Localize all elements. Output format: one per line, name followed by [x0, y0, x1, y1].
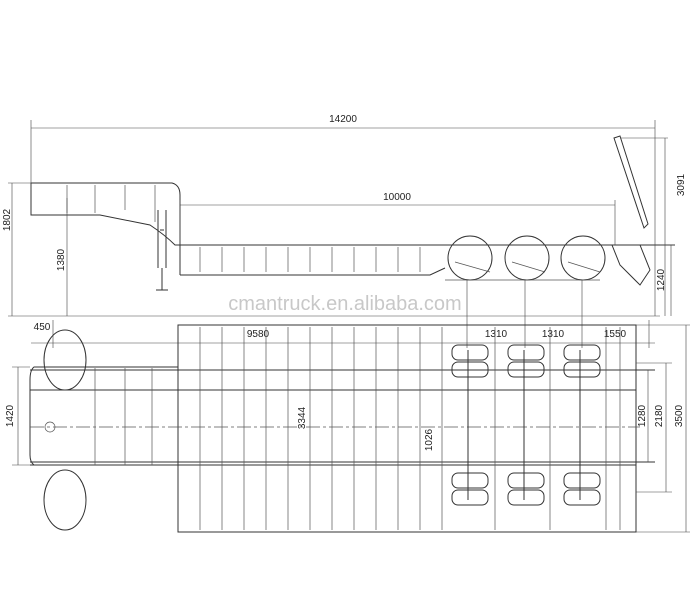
rear-ramp [611, 135, 651, 286]
main-beams [30, 369, 655, 466]
dim-deck-length: 10000 [383, 192, 411, 203]
top-view: 1420 3344 1280 2180 3500 1026 [5, 324, 690, 533]
dim-overall-length: 14200 [329, 114, 357, 125]
deck-crossmembers [199, 247, 421, 272]
dimension-lines [8, 120, 675, 348]
side-view: 14200 10000 1802 1380 450 9580 1310 1310… [2, 114, 687, 348]
dim-beam-spacing: 1280 [637, 404, 648, 427]
gooseneck-side [30, 182, 181, 246]
gooseneck-top [29, 366, 178, 466]
gooseneck-ribs [66, 185, 156, 222]
dim-wheel-gap: 1026 [424, 428, 435, 451]
top-dimension-lines [12, 324, 690, 533]
dim-gooseneck-width: 1420 [5, 404, 16, 427]
dim-axle-spacing-2: 1310 [542, 329, 565, 340]
dim-kingpin-to-axle: 9580 [247, 329, 270, 340]
dim-track-width: 2180 [654, 404, 665, 427]
dim-ramp-height: 3091 [676, 173, 687, 196]
dim-kingpin-offset: 450 [34, 322, 51, 333]
dim-overall-width: 3500 [674, 404, 685, 427]
wheels [445, 235, 606, 281]
deck-outline [177, 324, 637, 533]
dim-rear-overhang: 1550 [604, 329, 627, 340]
dim-inner-length: 3344 [297, 406, 308, 429]
landing-gear [156, 210, 168, 291]
kingpin-plates [43, 329, 87, 531]
dim-gooseneck-height: 1802 [2, 208, 13, 231]
dim-deck-height: 1240 [656, 268, 667, 291]
main-deck-side [179, 244, 675, 276]
dim-fifth-wheel-height: 1380 [56, 248, 67, 271]
dim-axle-spacing-1: 1310 [485, 329, 508, 340]
tires-top [451, 344, 601, 506]
top-crossmembers [94, 327, 621, 530]
watermark: cmantruck.en.alibaba.com [228, 293, 461, 315]
